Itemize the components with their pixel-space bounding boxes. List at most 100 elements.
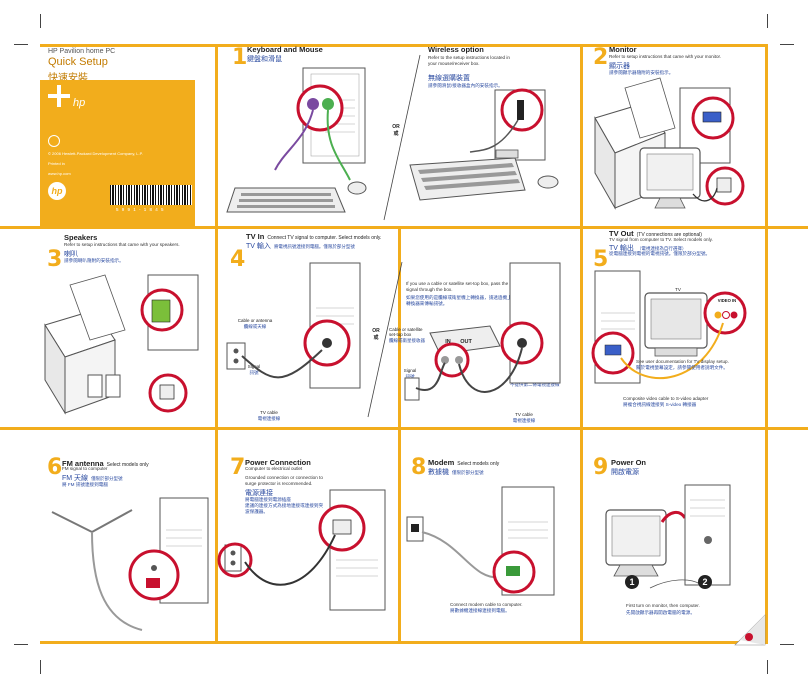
step-9-title-zh: 開啟電源 xyxy=(611,469,639,476)
fm-antenna-illustration xyxy=(51,497,209,631)
tv4-in-label: IN xyxy=(445,339,451,345)
cover-product: HP Pavilion home PC xyxy=(48,48,116,55)
website: www.hp.com xyxy=(48,171,71,176)
step-1-title: Keyboard and Mouse xyxy=(247,45,323,54)
tv5-composite-zh: 將複合視訊線連接到 S-video 轉接器 xyxy=(623,402,697,407)
tv4-signal-label-zh: 訊號 xyxy=(249,370,259,375)
tv-out-illustration xyxy=(591,270,747,384)
tv4-tv-cable-label-2-zh: 電視連接線 xyxy=(512,418,536,423)
step-9-number: 9 xyxy=(593,455,609,480)
step-3-title-zh: 喇叭 xyxy=(64,251,78,258)
step-8-note-zh: 將數據機連接線連接到電腦。 xyxy=(450,608,510,613)
settop-illustration xyxy=(404,262,561,401)
tv4-settop-box-label-zh: 纜線或衛星接收器 xyxy=(389,338,425,343)
step-2-title-zh: 顯示器 xyxy=(609,63,630,70)
step-3-title: Speakers xyxy=(64,233,98,242)
step-7-note: Computer to electrical outlet xyxy=(245,466,303,471)
wireless-note: Refer to the setup instructions located … xyxy=(428,55,510,66)
keyboard-mouse-illustration xyxy=(226,67,367,213)
recycle-icon xyxy=(48,135,60,147)
tv5-see-docs: See user documentation for TV display se… xyxy=(636,359,729,364)
tv4-settop-box-label: Cable or satellite set-top box xyxy=(389,327,423,338)
cover-title: Quick Setup xyxy=(48,56,108,68)
step-2-note-zh: 請參閱顯示器隨附的安裝指示。 xyxy=(609,70,674,75)
slash-divider xyxy=(383,54,421,221)
step-3-number: 3 xyxy=(47,247,63,272)
step-6-title-zh: FM 天線僅限於部分型號 xyxy=(62,475,123,482)
step-3-note-zh: 請參閱喇叭隨附的安裝指示。 xyxy=(64,258,124,263)
speakers-illustration xyxy=(44,274,199,415)
tv4-tv-cable-label: TV cable xyxy=(260,410,278,415)
step-8-title-zh: 數據機僅限於部分型號 xyxy=(428,469,484,476)
tv4-signal-label-2: Signal xyxy=(403,368,417,373)
printed-in: Printed in xyxy=(48,161,65,166)
hp-wordmark: hp xyxy=(73,97,86,109)
divider-row-2 xyxy=(0,427,808,430)
step-7-note2: Grounded connection or connection to sur… xyxy=(245,475,323,486)
step-5-title-zh: TV 輸出（電視連接為自行選擇） xyxy=(609,245,687,252)
step-5-number: 5 xyxy=(593,247,609,272)
copyright: © 2006 Hewlett-Packard Development Compa… xyxy=(48,151,143,156)
divider-row-1 xyxy=(0,226,808,229)
tv4-settop-note: If you use a cable or satellite set-top … xyxy=(406,281,509,292)
step-5-title: TV Out(TV connections are optional) xyxy=(609,229,702,238)
divider-col-2 xyxy=(398,229,401,644)
wireless-illustration xyxy=(409,88,559,201)
step-2-title: Monitor xyxy=(609,45,637,54)
step-7-title: Power Connection xyxy=(245,458,311,467)
power-illustration xyxy=(217,489,386,611)
step-9-note: First turn on monitor, then computer. xyxy=(626,603,700,608)
hp-circle-logo: hp xyxy=(48,182,66,200)
tv5-tv-label: TV xyxy=(675,287,681,292)
step-7-number: 7 xyxy=(230,455,246,480)
step-1-title-zh: 鍵盤和滑鼠 xyxy=(247,56,282,63)
divider-col-1 xyxy=(215,44,218,644)
tv5-composite: Composite video cable to S-video adapter xyxy=(623,396,709,401)
step-3-note: Refer to setup instructions that came wi… xyxy=(64,242,180,247)
step-5-note: TV signal from computer to TV. Select mo… xyxy=(609,237,713,242)
page-curl-icon xyxy=(734,614,766,646)
cover-panel: HP Pavilion home PC Quick Setup 快速安裝 hp … xyxy=(40,47,215,226)
step-7-note-zh: 將電腦連接到電源插座 xyxy=(245,497,291,502)
tv4-cable-antenna-label-zh: 纜線或天線 xyxy=(243,324,267,329)
monitor-illustration xyxy=(594,77,745,210)
tv4-tv-cable-label-zh: 電視連接線 xyxy=(257,416,281,421)
step-2-number: 2 xyxy=(593,45,609,70)
power-on-illustration xyxy=(605,484,731,589)
divider-bottom xyxy=(40,641,768,644)
barcode-text: 5 9 9 1 - 1 8 4 5 xyxy=(116,207,165,212)
tv-in-illustration xyxy=(226,262,361,389)
tv4-second-cable-label-zh: 不提供第二條電視連接線 xyxy=(510,382,560,387)
wireless-title-zh: 無線選購裝置 xyxy=(428,75,470,82)
wireless-note-zh: 請參閱滑鼠/接收器盒內的安裝指示。 xyxy=(428,83,503,88)
step-5-note-zh: 從電腦連接到電視的電視訊號。僅限於部分型號。 xyxy=(609,251,711,256)
divider-top xyxy=(40,44,768,47)
tv4-tv-cable-label-2: TV cable xyxy=(515,412,533,417)
step-8-note: Connect modem cable to computer. xyxy=(450,602,523,607)
step-7-note2-zh: 建議的連接方式為接地連接或連接到突波保護器。 xyxy=(245,503,324,514)
step-9-title: Power On xyxy=(611,458,647,467)
tv4-settop-note-zh: 如果您使用的是纜線或衛星機上轉換器，請透過機上轉換器來傳輸訊號。 xyxy=(406,295,512,306)
step-1-number: 1 xyxy=(232,45,248,70)
step-6-note: FM signal to computer xyxy=(62,466,108,471)
step-4-title-zh: TV 輸入將電視訊號連接到電腦。僅限於部分型號 xyxy=(246,243,355,250)
step-6-number: 6 xyxy=(47,455,63,480)
tv5-video-in-label: VIDEO IN xyxy=(717,298,737,303)
step-4-number: 4 xyxy=(230,247,246,272)
divider-right xyxy=(765,44,768,644)
tv5-see-docs-zh: 關於電視螢幕設定，請參閱使用者說明文件。 xyxy=(636,365,728,370)
step-7-title-zh: 電源連接 xyxy=(245,490,273,497)
cover-title-zh: 快速安裝 xyxy=(48,73,88,84)
step-8-number: 8 xyxy=(411,455,427,480)
step-9-note-zh: 先開啟顯示器再開啟電腦的電源。 xyxy=(626,610,695,615)
step-6-note-zh: 將 FM 訊號連接到電腦 xyxy=(62,482,108,487)
step-2-note: Refer to setup instructions that came wi… xyxy=(609,54,722,59)
power-order-2-badge: 2 xyxy=(698,575,712,589)
tv4-cable-antenna-label: Cable or antenna xyxy=(237,318,273,323)
barcode xyxy=(110,185,192,205)
